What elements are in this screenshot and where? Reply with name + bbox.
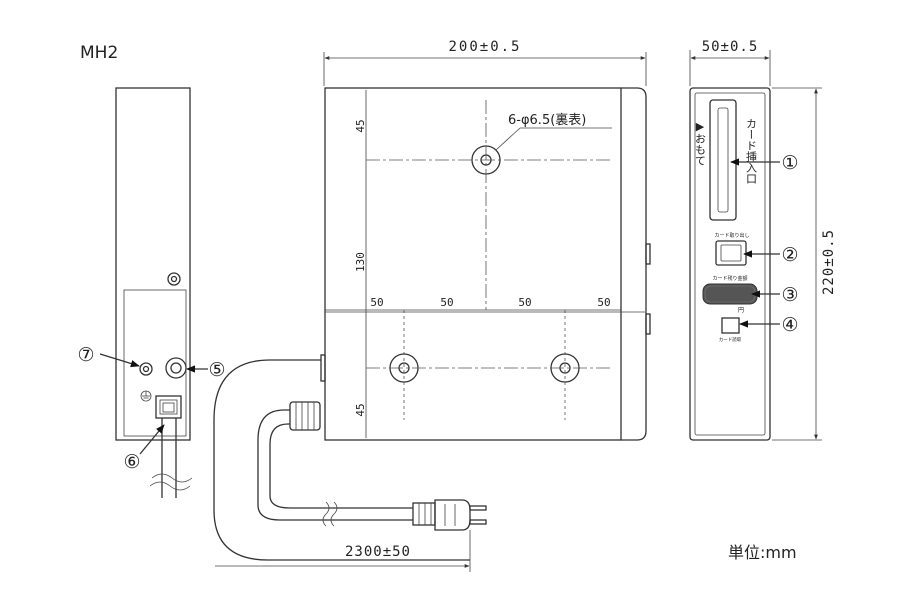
dimension-45-bottom: 45 bbox=[354, 403, 367, 416]
svg-text:②: ② bbox=[781, 244, 798, 266]
callout-1: ① bbox=[730, 152, 799, 174]
plug-prong-top bbox=[469, 505, 487, 511]
svg-text:⑤: ⑤ bbox=[208, 359, 225, 381]
dimension-50-4: 50 bbox=[597, 296, 610, 309]
svg-text:⑥: ⑥ bbox=[123, 451, 140, 473]
connector-7-icon bbox=[139, 362, 153, 376]
side-view-body bbox=[115, 87, 191, 441]
back-view-body bbox=[324, 87, 622, 441]
svg-text:⑦: ⑦ bbox=[77, 344, 94, 366]
dimension-50-2: 50 bbox=[440, 296, 453, 309]
svg-text:③: ③ bbox=[781, 284, 798, 306]
plug-icon bbox=[434, 499, 471, 531]
callout-5: ⑤ bbox=[186, 359, 226, 381]
height-dimension: 220±0.5 bbox=[821, 229, 837, 295]
callout-2: ② bbox=[743, 244, 799, 266]
power-cable: 2300±50 bbox=[213, 359, 487, 572]
unit-label: 単位:mm bbox=[728, 543, 797, 562]
plug-collar bbox=[412, 502, 436, 526]
dimension-130: 130 bbox=[354, 252, 367, 272]
front-view: 50±0.5 ▶おもて カード挿入口 カード取り出し カード残り金額 円 カード… bbox=[689, 39, 837, 441]
back-view-side-edge bbox=[621, 87, 647, 441]
hole-spec-label: 6-φ6.5(裏表) bbox=[508, 113, 586, 128]
back-view: 200±0.5 45 130 45 50 50 50 50 bbox=[320, 39, 651, 441]
dimension-50-3: 50 bbox=[518, 296, 531, 309]
card-read-label: カード読取 bbox=[719, 336, 742, 343]
cable-length-dimension: 2300±50 bbox=[345, 544, 411, 560]
callout-7: ⑦ bbox=[77, 344, 140, 368]
connector-5-icon bbox=[165, 357, 187, 379]
depth-dimension: 50±0.5 bbox=[702, 39, 759, 55]
plug-prong-bottom bbox=[469, 519, 487, 525]
card-slot[interactable] bbox=[709, 99, 737, 221]
svg-text:①: ① bbox=[781, 152, 798, 174]
balance-display-label: カード残り金額 bbox=[712, 275, 747, 282]
svg-text:④: ④ bbox=[781, 314, 798, 336]
strain-relief bbox=[289, 401, 321, 431]
width-dimension: 200±0.5 bbox=[448, 39, 521, 55]
screw-icon bbox=[167, 272, 181, 286]
callout-6: ⑥ bbox=[123, 424, 165, 473]
eject-button-label: カード取り出し bbox=[714, 232, 749, 239]
balance-display bbox=[702, 283, 758, 305]
side-view bbox=[115, 87, 193, 498]
face-label: ▶おもて bbox=[694, 120, 707, 166]
ground-icon bbox=[140, 390, 152, 402]
power-outlet-icon bbox=[155, 395, 182, 419]
balance-unit: 円 bbox=[738, 307, 744, 314]
model-label: MH2 bbox=[80, 43, 118, 63]
dimension-50-1: 50 bbox=[370, 296, 383, 309]
front-view-body bbox=[689, 87, 771, 441]
callout-3: ③ bbox=[751, 284, 799, 306]
callout-4: ④ bbox=[739, 314, 799, 336]
card-read-button[interactable] bbox=[721, 317, 740, 334]
card-slot-label: カード挿入口 bbox=[745, 118, 758, 184]
dimension-45-top: 45 bbox=[354, 119, 367, 132]
